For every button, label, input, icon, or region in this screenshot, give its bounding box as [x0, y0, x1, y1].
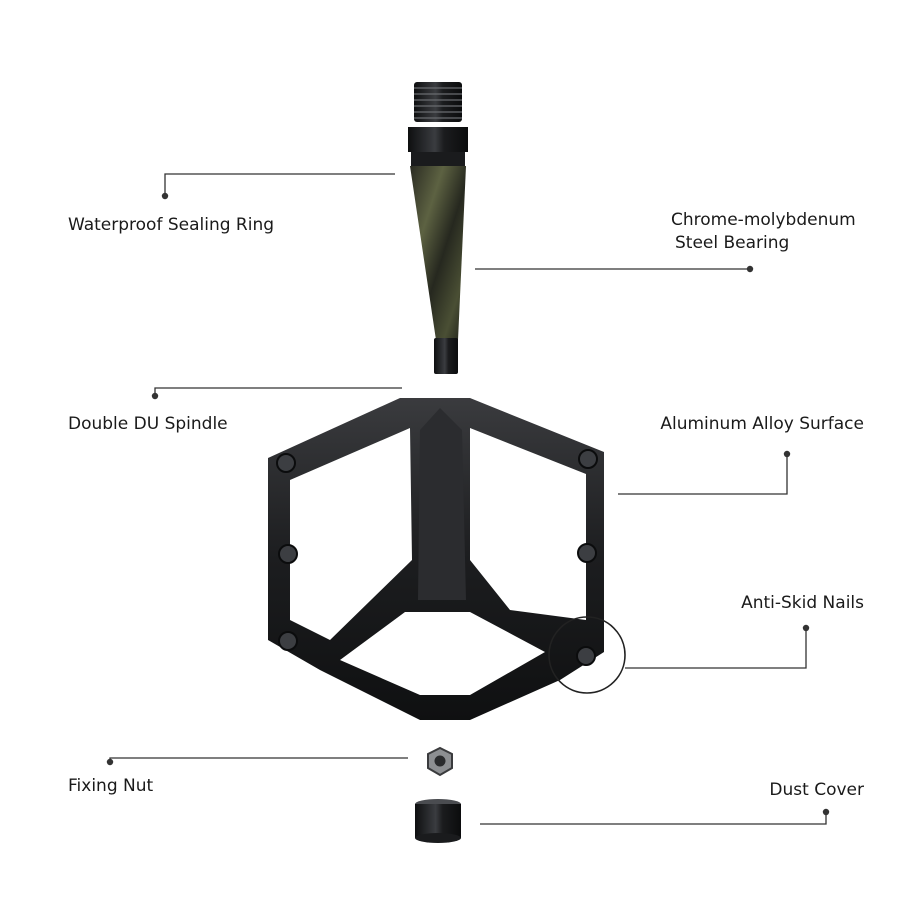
cover-body — [415, 804, 461, 838]
dot — [822, 808, 830, 816]
dust-cover-illustration — [415, 799, 461, 843]
pin — [278, 544, 298, 564]
pin — [576, 646, 596, 666]
label-dust-cover: Dust Cover — [769, 780, 864, 800]
dot — [106, 758, 114, 766]
spindle-illustration — [408, 82, 468, 374]
label-waterproof-sealing-ring: Waterproof Sealing Ring — [68, 215, 275, 235]
dot — [151, 392, 159, 400]
dot — [746, 265, 754, 273]
nut-hole — [434, 755, 446, 767]
leader-aluminum — [618, 454, 788, 495]
cover-bottom — [415, 833, 461, 843]
pin — [276, 453, 296, 473]
label-fixing-nut: Fixing Nut — [68, 776, 154, 796]
leader-spindle — [154, 387, 402, 396]
pin — [278, 631, 298, 651]
label-bearing-line1: Chrome-molybdenum — [671, 210, 856, 230]
anti-skid-pins — [276, 449, 598, 666]
fixing-nut-illustration — [427, 746, 453, 777]
label-anti-skid-nails: Anti-Skid Nails — [741, 593, 864, 613]
anti-skid-callout-circle — [548, 616, 626, 694]
pin — [578, 449, 598, 469]
spindle-shaft — [410, 166, 466, 340]
leader-dust-cover — [480, 812, 827, 825]
dot — [783, 450, 791, 458]
dot — [161, 192, 169, 200]
leader-fixing-nut — [109, 757, 408, 762]
label-aluminum-alloy-surface: Aluminum Alloy Surface — [660, 414, 864, 434]
spindle-collar — [411, 152, 465, 166]
leader-waterproof — [164, 173, 395, 196]
pedal-body-illustration — [268, 398, 626, 720]
pedal-center-rib — [418, 408, 466, 600]
leader-antiskid — [625, 628, 807, 669]
spindle-hex — [408, 127, 468, 152]
leader-dots — [106, 192, 830, 816]
label-bearing-line2: Steel Bearing — [675, 233, 790, 253]
thread-lines — [414, 87, 462, 119]
spindle-tip — [434, 338, 458, 374]
dot — [802, 624, 810, 632]
pin — [577, 543, 597, 563]
label-double-du-spindle: Double DU Spindle — [68, 414, 228, 434]
